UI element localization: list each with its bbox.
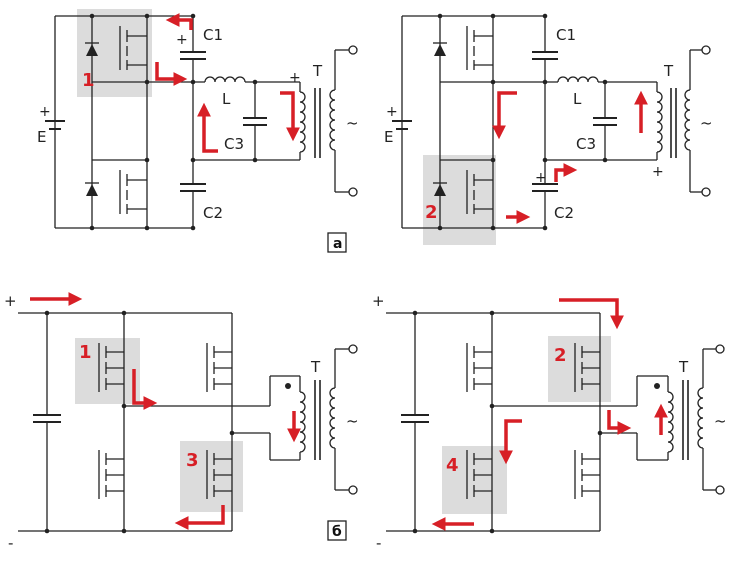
current-arrows-full-right bbox=[431, 298, 668, 531]
label-minus: - bbox=[376, 534, 381, 552]
caption-a: a bbox=[333, 236, 342, 252]
label-l: L bbox=[573, 90, 582, 108]
label-t: T bbox=[663, 62, 674, 80]
label-e: E bbox=[37, 128, 46, 146]
label-l: L bbox=[222, 90, 231, 108]
caption-b-box bbox=[327, 520, 347, 541]
caption-a-box bbox=[327, 232, 347, 253]
label-tilde: ~ bbox=[714, 412, 727, 430]
switch-1-highlight bbox=[75, 338, 140, 404]
full-bridge-right bbox=[386, 310, 725, 534]
switch-number-2: 2 bbox=[554, 345, 567, 366]
current-arrows-full-left bbox=[30, 292, 301, 530]
label-t: T bbox=[310, 358, 321, 376]
label-plus: + bbox=[372, 292, 385, 310]
label-c3: C3 bbox=[576, 135, 596, 153]
full-bridge-left bbox=[18, 310, 358, 534]
label-c2: C2 bbox=[554, 204, 574, 222]
label-plus-source: + bbox=[39, 104, 51, 120]
label-tilde: ~ bbox=[346, 412, 359, 430]
label-e: E bbox=[384, 128, 393, 146]
label-c2: C2 bbox=[203, 204, 223, 222]
half-bridge-right bbox=[392, 13, 711, 245]
switch-number-4: 4 bbox=[446, 455, 459, 476]
label-plus-source: + bbox=[386, 104, 398, 120]
label-minus: - bbox=[8, 534, 13, 552]
switch-number-3: 3 bbox=[186, 450, 199, 471]
label-plus-transformer: + bbox=[652, 164, 664, 180]
current-arrows-right bbox=[492, 90, 648, 224]
label-plus-cap: + bbox=[535, 170, 547, 186]
label-tilde: ~ bbox=[346, 114, 359, 132]
label-plus-cap: + bbox=[176, 32, 188, 48]
caption-b: б bbox=[332, 524, 342, 540]
half-bridge-left bbox=[45, 9, 358, 231]
label-c3: C3 bbox=[224, 135, 244, 153]
label-plus: + bbox=[4, 292, 17, 310]
switch-number-2: 2 bbox=[425, 202, 438, 223]
label-c1: C1 bbox=[203, 26, 223, 44]
current-arrows-left bbox=[155, 13, 300, 153]
label-c1: C1 bbox=[556, 26, 576, 44]
label-t: T bbox=[678, 358, 689, 376]
switch-number-1: 1 bbox=[79, 342, 92, 363]
label-tilde: ~ bbox=[700, 114, 713, 132]
label-plus-transformer: + bbox=[289, 70, 301, 86]
switch-2-highlight bbox=[423, 155, 496, 245]
switch-number-1: 1 bbox=[82, 70, 95, 91]
label-t: T bbox=[312, 62, 323, 80]
